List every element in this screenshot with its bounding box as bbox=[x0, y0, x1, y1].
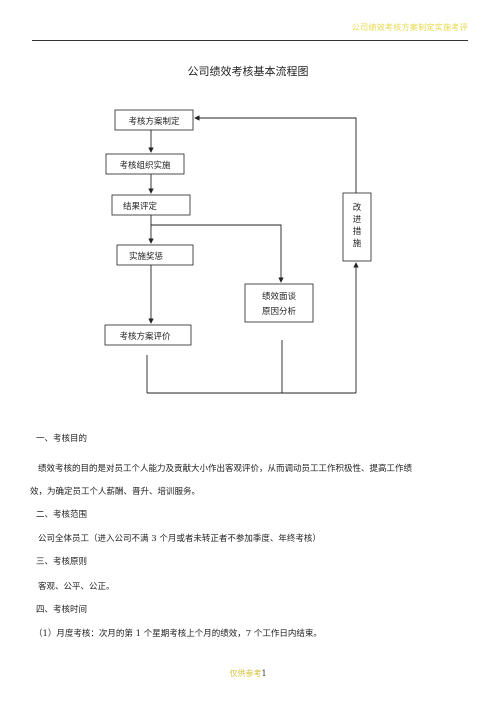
page-title: 公司绩效考核基本流程图 bbox=[187, 65, 309, 78]
scope-text: 公司全体员工（进入公司不满 3 个月或者未转正者不参加季度、年终考核） bbox=[38, 534, 321, 544]
box-plan-label: 考核方案制定 bbox=[128, 116, 180, 127]
box-result-label: 结果评定 bbox=[123, 201, 158, 212]
purpose-text-line-2: 效，为确定员工个人薪酬、晋升、培训服务。 bbox=[30, 487, 201, 497]
section-heading-principle: 三、考核原则 bbox=[36, 557, 88, 567]
page-number: 1 bbox=[261, 669, 267, 678]
box-improve-char-4: 施 bbox=[353, 238, 362, 249]
principle-text: 客观、公平、公正。 bbox=[38, 582, 115, 592]
header-divider bbox=[32, 40, 468, 41]
box-improve-char-3: 措 bbox=[353, 226, 362, 237]
box-reward-label: 实施奖惩 bbox=[129, 251, 164, 262]
box-interview-label-1: 绩效面谈 bbox=[262, 291, 297, 302]
section-heading-time: 四、考核时间 bbox=[36, 605, 88, 615]
box-improve bbox=[342, 192, 372, 262]
flowchart: 考核方案制定 考核组织实施 结果评定 实施奖惩 考核方案评价 绩效面谈 原因分析… bbox=[104, 109, 372, 394]
box-evaluate bbox=[104, 324, 192, 346]
section-heading-scope: 二、考核范围 bbox=[36, 510, 88, 520]
box-reward bbox=[116, 244, 194, 266]
box-plan bbox=[114, 109, 194, 131]
section-heading-purpose: 一、考核目的 bbox=[36, 434, 88, 444]
box-improve-char-2: 进 bbox=[353, 215, 362, 225]
box-interview-label-2: 原因分析 bbox=[262, 306, 297, 317]
arrow-improve-to-plan bbox=[194, 115, 357, 193]
page-footer: 仅供参考1 bbox=[0, 668, 496, 679]
time-monthly-text: （1）月度考核：次月的第 1 个星期考核上个月的绩效，7 个工作日内结束。 bbox=[34, 629, 322, 639]
footer-note: 仅供参考 bbox=[229, 669, 262, 678]
arrow-result-to-interview bbox=[151, 224, 284, 283]
page-header-text: 公司绩效考核方案制定实施考评 bbox=[351, 23, 468, 32]
box-evaluate-label: 考核方案评价 bbox=[119, 331, 171, 342]
purpose-text-line-1: 绩效考核的目的是对员工个人能力及贡献大小作出客观评价，从而调动员工工作积极性、提… bbox=[38, 464, 413, 474]
box-interview bbox=[244, 283, 314, 323]
box-organize-label: 考核组织实施 bbox=[119, 160, 171, 171]
box-organize bbox=[105, 153, 185, 175]
box-improve-char-1: 改 bbox=[353, 202, 362, 213]
